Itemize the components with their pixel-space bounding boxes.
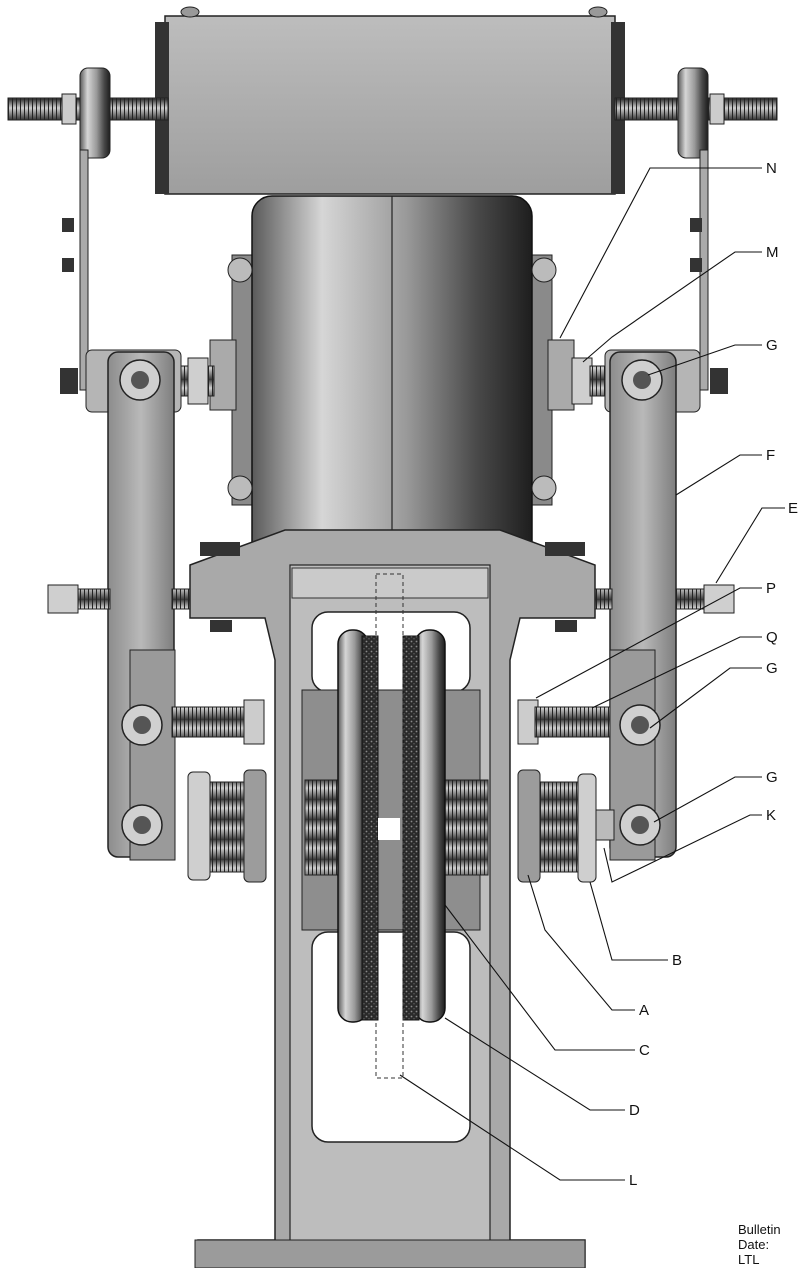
label-p: P xyxy=(766,580,776,597)
callout-labels: N M G F E P Q G G K B A C D L xyxy=(629,160,798,1189)
label-a: A xyxy=(639,1002,649,1019)
top-threaded-rod xyxy=(7,67,778,159)
brake-drum xyxy=(209,195,575,567)
label-n: N xyxy=(766,160,777,177)
left-lever-arm xyxy=(85,349,182,861)
label-e: E xyxy=(788,500,798,517)
label-g-lower: G xyxy=(766,769,778,786)
bulletin-note-line2: Date: xyxy=(738,1237,770,1252)
main-frame xyxy=(189,529,596,1268)
label-k: K xyxy=(766,807,776,824)
label-d: D xyxy=(629,1102,640,1119)
label-b: B xyxy=(672,952,682,969)
label-q: Q xyxy=(766,629,778,646)
label-l: L xyxy=(629,1172,637,1189)
bulletin-note-line1: Bulletin xyxy=(738,1222,781,1237)
label-g-middle: G xyxy=(766,660,778,677)
bulletin-note-line3: LTL xyxy=(738,1252,760,1267)
leader-lines xyxy=(399,167,785,1181)
label-g-upper: G xyxy=(766,337,778,354)
side-straps xyxy=(62,149,709,391)
actuator-housing xyxy=(155,6,625,195)
label-f: F xyxy=(766,447,775,464)
lower-adjust-bolts xyxy=(171,699,611,745)
label-m: M xyxy=(766,244,779,261)
label-c: C xyxy=(639,1042,650,1059)
brake-shoes xyxy=(337,573,446,1079)
